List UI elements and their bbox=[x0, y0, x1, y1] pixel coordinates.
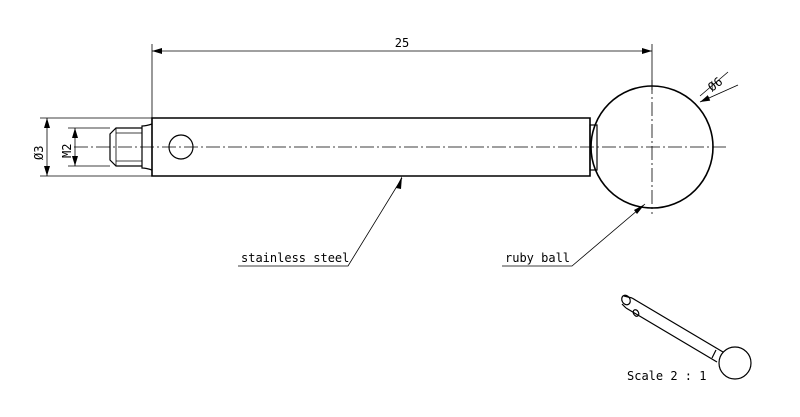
ball-diameter-dimension: Ø6 bbox=[699, 71, 739, 103]
iso-ball bbox=[718, 346, 752, 380]
thread-value: M2 bbox=[60, 144, 74, 158]
shaft-material-label: stainless steel bbox=[241, 251, 349, 265]
length-value: 25 bbox=[395, 36, 409, 50]
shaft-material-arrow bbox=[396, 176, 402, 189]
iso-thread-top bbox=[623, 295, 633, 299]
isometric-view bbox=[621, 294, 752, 380]
shaft-material-callout: stainless steel bbox=[238, 176, 403, 267]
ball-diameter-leader-outer bbox=[699, 71, 729, 97]
shaft-material-leader bbox=[238, 177, 403, 267]
iso-cross-hole bbox=[632, 309, 640, 317]
iso-thread-bottom bbox=[621, 303, 627, 309]
length-dimension: 25 bbox=[151, 36, 653, 118]
ball-collar bbox=[589, 124, 598, 171]
iso-shaft-top-edge bbox=[631, 297, 724, 353]
ball-material-leader bbox=[502, 203, 646, 267]
shaft-body bbox=[151, 117, 591, 177]
ball-material-label: ruby ball bbox=[505, 251, 570, 265]
scale-label: Scale 2 : 1 bbox=[627, 369, 706, 383]
ball-material-callout: ruby ball bbox=[502, 203, 646, 267]
iso-collar bbox=[711, 349, 717, 359]
shaft-diameter-dimension: Ø3 bbox=[32, 117, 152, 177]
iso-thread-end bbox=[621, 294, 631, 306]
thread-dimension: M2 bbox=[60, 127, 110, 167]
ball-diameter-leader bbox=[699, 84, 739, 103]
iso-shaft-bottom-edge bbox=[625, 307, 718, 363]
shaft-diameter-value: Ø3 bbox=[32, 146, 46, 160]
ball-material-arrow bbox=[634, 204, 645, 214]
